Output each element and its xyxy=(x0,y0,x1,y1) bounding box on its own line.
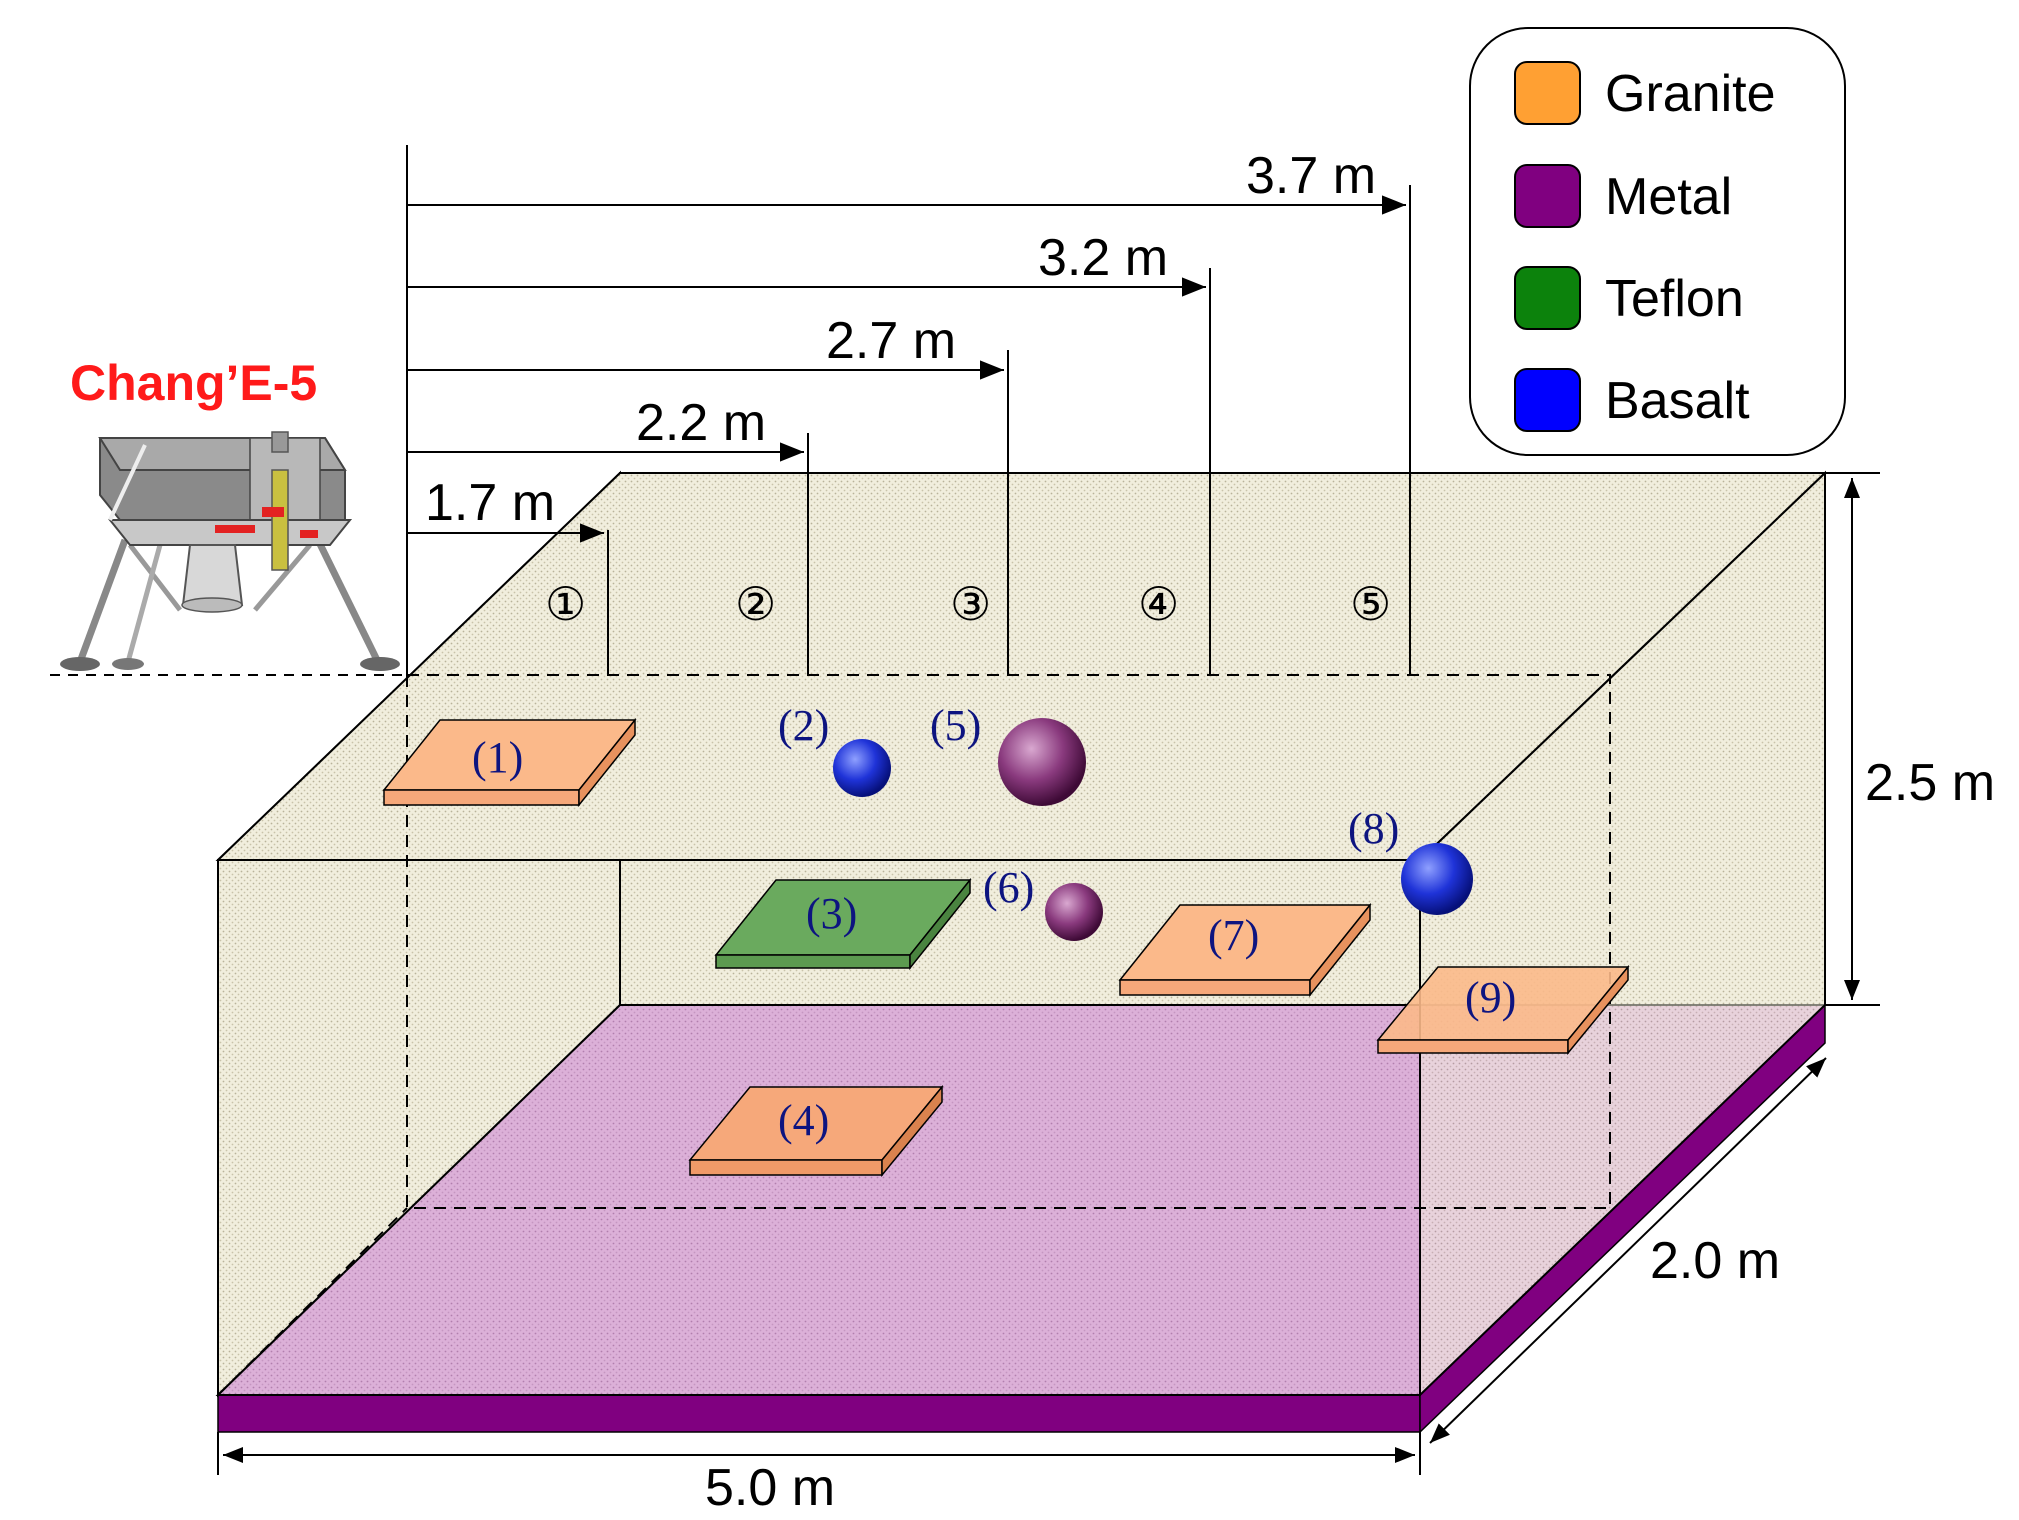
legend-swatch-granite xyxy=(1514,61,1581,125)
object-label-4: (4) xyxy=(778,1096,829,1145)
length-label: 5.0 m xyxy=(705,1459,835,1517)
lander-title: Chang’E-5 xyxy=(70,355,317,411)
distance-label-2: 2.2 m xyxy=(636,394,766,452)
distance-label-5: 3.7 m xyxy=(1246,147,1376,205)
height-label: 2.5 m xyxy=(1865,754,1995,812)
object-label-5: (5) xyxy=(930,701,981,750)
object-label-3: (3) xyxy=(806,889,857,938)
object-7-granite-slab: (7) xyxy=(1118,902,1372,998)
position-marker-1: ① xyxy=(545,577,586,631)
object-label-2: (2) xyxy=(778,701,829,750)
legend: Granite Metal Teflon Basalt xyxy=(1469,27,1846,456)
object-8-basalt-sphere xyxy=(1401,843,1473,915)
width-label: 2.0 m xyxy=(1650,1232,1780,1290)
legend-label-basalt: Basalt xyxy=(1605,372,1750,430)
legend-label-teflon: Teflon xyxy=(1605,270,1744,328)
position-marker-4: ④ xyxy=(1138,577,1179,631)
distance-label-4: 3.2 m xyxy=(1038,229,1168,287)
legend-label-metal: Metal xyxy=(1605,168,1732,226)
distance-label-3: 2.7 m xyxy=(826,312,956,370)
inner-dashed-diagonal xyxy=(217,1207,408,1396)
object-5-metal-sphere xyxy=(998,718,1086,806)
lander-icon xyxy=(60,431,400,671)
legend-frame xyxy=(1469,27,1846,456)
object-label-9: (9) xyxy=(1465,973,1516,1022)
object-label-7: (7) xyxy=(1208,911,1259,960)
object-2-basalt-sphere xyxy=(833,739,891,797)
box-front-face xyxy=(217,859,1421,1396)
object-4-granite-slab: (4) xyxy=(688,1084,944,1178)
legend-swatch-basalt xyxy=(1514,368,1581,432)
object-6-metal-sphere xyxy=(1045,883,1103,941)
object-3-teflon-slab: (3) xyxy=(714,877,972,971)
object-label-1: (1) xyxy=(472,733,523,782)
position-marker-5: ⑤ xyxy=(1350,577,1391,631)
width-arrow xyxy=(1429,1057,1827,1444)
object-1-granite-slab: (1) xyxy=(382,717,637,808)
object-label-8: (8) xyxy=(1348,804,1399,853)
floor-edge-front xyxy=(217,1394,1421,1433)
legend-label-granite: Granite xyxy=(1605,65,1776,123)
legend-swatch-metal xyxy=(1514,164,1581,228)
position-marker-2: ② xyxy=(735,577,776,631)
position-marker-3: ③ xyxy=(950,577,991,631)
legend-swatch-teflon xyxy=(1514,266,1581,330)
object-9-granite-slab: (9) xyxy=(1376,964,1630,1056)
distance-label-1: 1.7 m xyxy=(425,474,555,532)
object-label-6: (6) xyxy=(983,863,1034,912)
